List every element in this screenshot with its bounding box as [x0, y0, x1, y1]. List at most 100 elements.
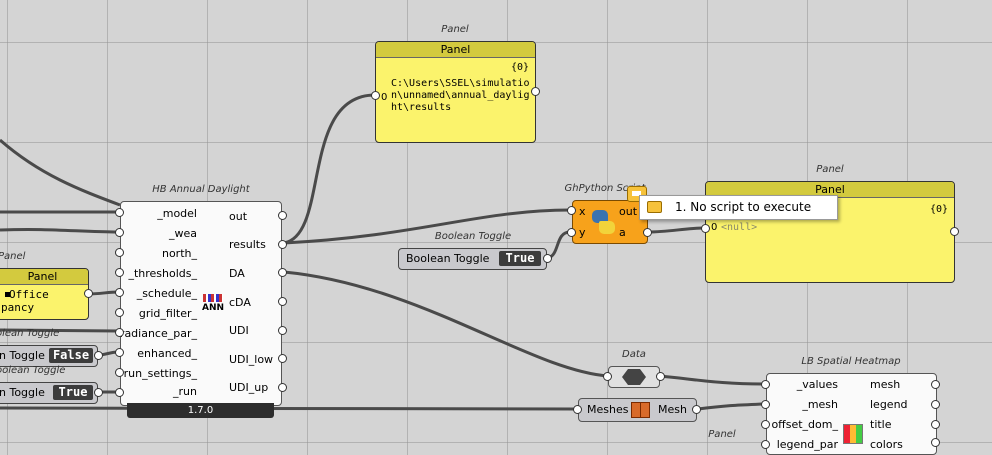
- hb-output-udi-low[interactable]: UDI_low: [229, 353, 274, 366]
- panel-left-caption: Panel: [0, 251, 26, 262]
- toggle-left1-caption: olean Toggle: [0, 328, 60, 339]
- heatmap-input-grip-offset-dom[interactable]: [761, 420, 770, 429]
- toggle-left2-caption: oolean Toggle: [0, 365, 66, 376]
- hb-output-grip-udi[interactable]: [278, 326, 287, 335]
- hb-output-udi[interactable]: UDI: [229, 324, 249, 337]
- hb-output-da[interactable]: DA: [229, 267, 245, 280]
- toggle-left2-output-grip[interactable]: [94, 388, 103, 397]
- hb-output-grip-udi-up[interactable]: [278, 383, 287, 392]
- ghpython-output-out[interactable]: out: [619, 205, 638, 218]
- hb-input-grip-wea[interactable]: [115, 228, 124, 237]
- hb-annual-daylight[interactable]: _model _wea north_ _thresholds_ _schedul…: [120, 201, 282, 406]
- panel-right-input-grip[interactable]: [701, 224, 710, 233]
- hb-output-out[interactable]: out: [229, 210, 248, 223]
- tooltip-message-icon: [647, 201, 662, 213]
- hb-input-schedule[interactable]: _schedule_: [136, 287, 197, 300]
- hb-input-grip-radiance-par[interactable]: [115, 328, 124, 337]
- ghpython-script[interactable]: x y out a: [572, 200, 648, 244]
- lb-spatial-heatmap[interactable]: _values _mesh offset_dom_ legend_par mes…: [766, 373, 937, 455]
- hb-output-grip-out[interactable]: [278, 211, 287, 220]
- hb-output-udi-up[interactable]: UDI_up: [229, 381, 269, 394]
- hb-output-cda[interactable]: cDA: [229, 296, 251, 309]
- toggle-left1-label: n Toggle: [0, 349, 45, 362]
- hb-input-grip-enhanced[interactable]: [115, 348, 124, 357]
- ghpython-output-grip-a[interactable]: [643, 228, 652, 237]
- hb-output-grip-cda[interactable]: [278, 297, 287, 306]
- heatmap-input-grip-values[interactable]: [761, 380, 770, 389]
- ghpython-input-y[interactable]: y: [579, 226, 586, 239]
- hb-input-radiance-par[interactable]: radiance_par_: [119, 327, 197, 340]
- meshes-input-grip[interactable]: [573, 405, 582, 414]
- hb-input-north[interactable]: north_: [161, 247, 197, 260]
- hb-input-grip-thresholds[interactable]: [115, 268, 124, 277]
- data-input-grip[interactable]: [603, 372, 612, 381]
- mesh-output[interactable]: Mesh: [658, 403, 687, 416]
- toggle-mid[interactable]: Boolean Toggle True: [398, 248, 547, 270]
- meshes-input[interactable]: Meshes: [587, 403, 629, 416]
- toggle-mid-output-grip[interactable]: [543, 254, 552, 263]
- panel-top-count: {0}: [510, 62, 529, 73]
- wire-da-to-data: [283, 270, 609, 378]
- ghpython-output-a[interactable]: a: [619, 226, 626, 239]
- toggle-left2-value[interactable]: True: [53, 385, 93, 400]
- ghpython-tooltip: 1. No script to execute: [639, 195, 838, 220]
- hexagon-icon: [622, 369, 646, 385]
- hb-input-grip-run[interactable]: [115, 388, 124, 397]
- heatmap-output-grip-legend[interactable]: [931, 400, 940, 409]
- heatmap-output-mesh[interactable]: mesh: [870, 378, 901, 391]
- toggle-left2-label: n Toggle: [0, 386, 45, 399]
- toggle-left1-output-grip[interactable]: [94, 351, 103, 360]
- ghpython-input-grip-x[interactable]: [567, 206, 576, 215]
- toggle-mid-value[interactable]: True: [499, 251, 541, 266]
- heatmap-input-values[interactable]: _values: [796, 378, 838, 391]
- hb-input-grip-model[interactable]: [115, 208, 124, 217]
- heatmap-output-title[interactable]: title: [870, 418, 892, 431]
- heatmap-output-grip-colors[interactable]: [931, 438, 940, 447]
- hb-input-grip-grid-filter[interactable]: [115, 308, 124, 317]
- hb-output-grip-udi-low[interactable]: [278, 354, 287, 363]
- panel-right-value: <null>: [721, 222, 758, 233]
- hb-input-thresholds[interactable]: _thresholds_: [128, 267, 197, 280]
- hb-input-grip-run-settings[interactable]: [115, 368, 124, 377]
- panel-top-header: Panel: [376, 42, 535, 58]
- mesh-join-icon: [631, 402, 650, 418]
- hb-output-grip-da[interactable]: [278, 268, 287, 277]
- hb-input-run[interactable]: _run: [173, 385, 197, 398]
- toggle-left1-value[interactable]: False: [49, 348, 93, 363]
- heatmap-input-offset-dom[interactable]: offset_dom_: [771, 418, 838, 431]
- heatmap-input-grip-mesh[interactable]: [761, 400, 770, 409]
- hb-input-enhanced[interactable]: enhanced_: [137, 347, 197, 360]
- data-param[interactable]: [608, 366, 660, 388]
- heatmap-output-grip-title[interactable]: [931, 420, 940, 429]
- toggle-mid-label: Boolean Toggle: [406, 252, 490, 265]
- heatmap-output-legend[interactable]: legend: [870, 398, 908, 411]
- hb-output-results[interactable]: results: [229, 238, 266, 251]
- panel-left-header: Panel: [0, 269, 88, 285]
- panel-right-count: {0}: [929, 204, 948, 215]
- hb-output-grip-results[interactable]: [278, 240, 287, 249]
- ghpython-input-x[interactable]: x: [579, 205, 586, 218]
- panel-top-input-grip[interactable]: [371, 91, 380, 100]
- meshes-component[interactable]: Meshes Mesh: [578, 398, 697, 422]
- data-output-grip[interactable]: [656, 372, 665, 381]
- heatmap-output-grip-mesh[interactable]: [931, 380, 940, 389]
- hb-input-grid-filter[interactable]: grid_filter_: [138, 307, 197, 320]
- heatmap-input-mesh[interactable]: _mesh: [802, 398, 838, 411]
- panel-left-output-grip[interactable]: [84, 289, 93, 298]
- toggle-left-false[interactable]: n Toggle False: [0, 345, 98, 367]
- panel-top[interactable]: Panel {0} 0 C:\Users\SSEL\simulation\unn…: [375, 41, 536, 143]
- ghpython-input-grip-y[interactable]: [567, 228, 576, 237]
- hb-input-model[interactable]: _model: [157, 207, 197, 220]
- panel-top-output-grip[interactable]: [531, 87, 540, 96]
- toggle-left-true[interactable]: n Toggle True: [0, 382, 98, 404]
- hb-input-grip-schedule[interactable]: [115, 288, 124, 297]
- hb-input-grip-north[interactable]: [115, 248, 124, 257]
- panel-left[interactable]: Panel Office pancy: [0, 268, 89, 320]
- panel-left-line2: pancy: [1, 301, 35, 314]
- panel-top-index: 0: [381, 92, 388, 103]
- hb-input-wea[interactable]: _wea: [168, 227, 197, 240]
- panel-right-output-grip[interactable]: [950, 227, 959, 236]
- hb-input-run-settings[interactable]: run_settings_: [123, 367, 197, 380]
- mesh-output-grip[interactable]: [692, 405, 701, 414]
- heatmap-icon: [843, 424, 863, 444]
